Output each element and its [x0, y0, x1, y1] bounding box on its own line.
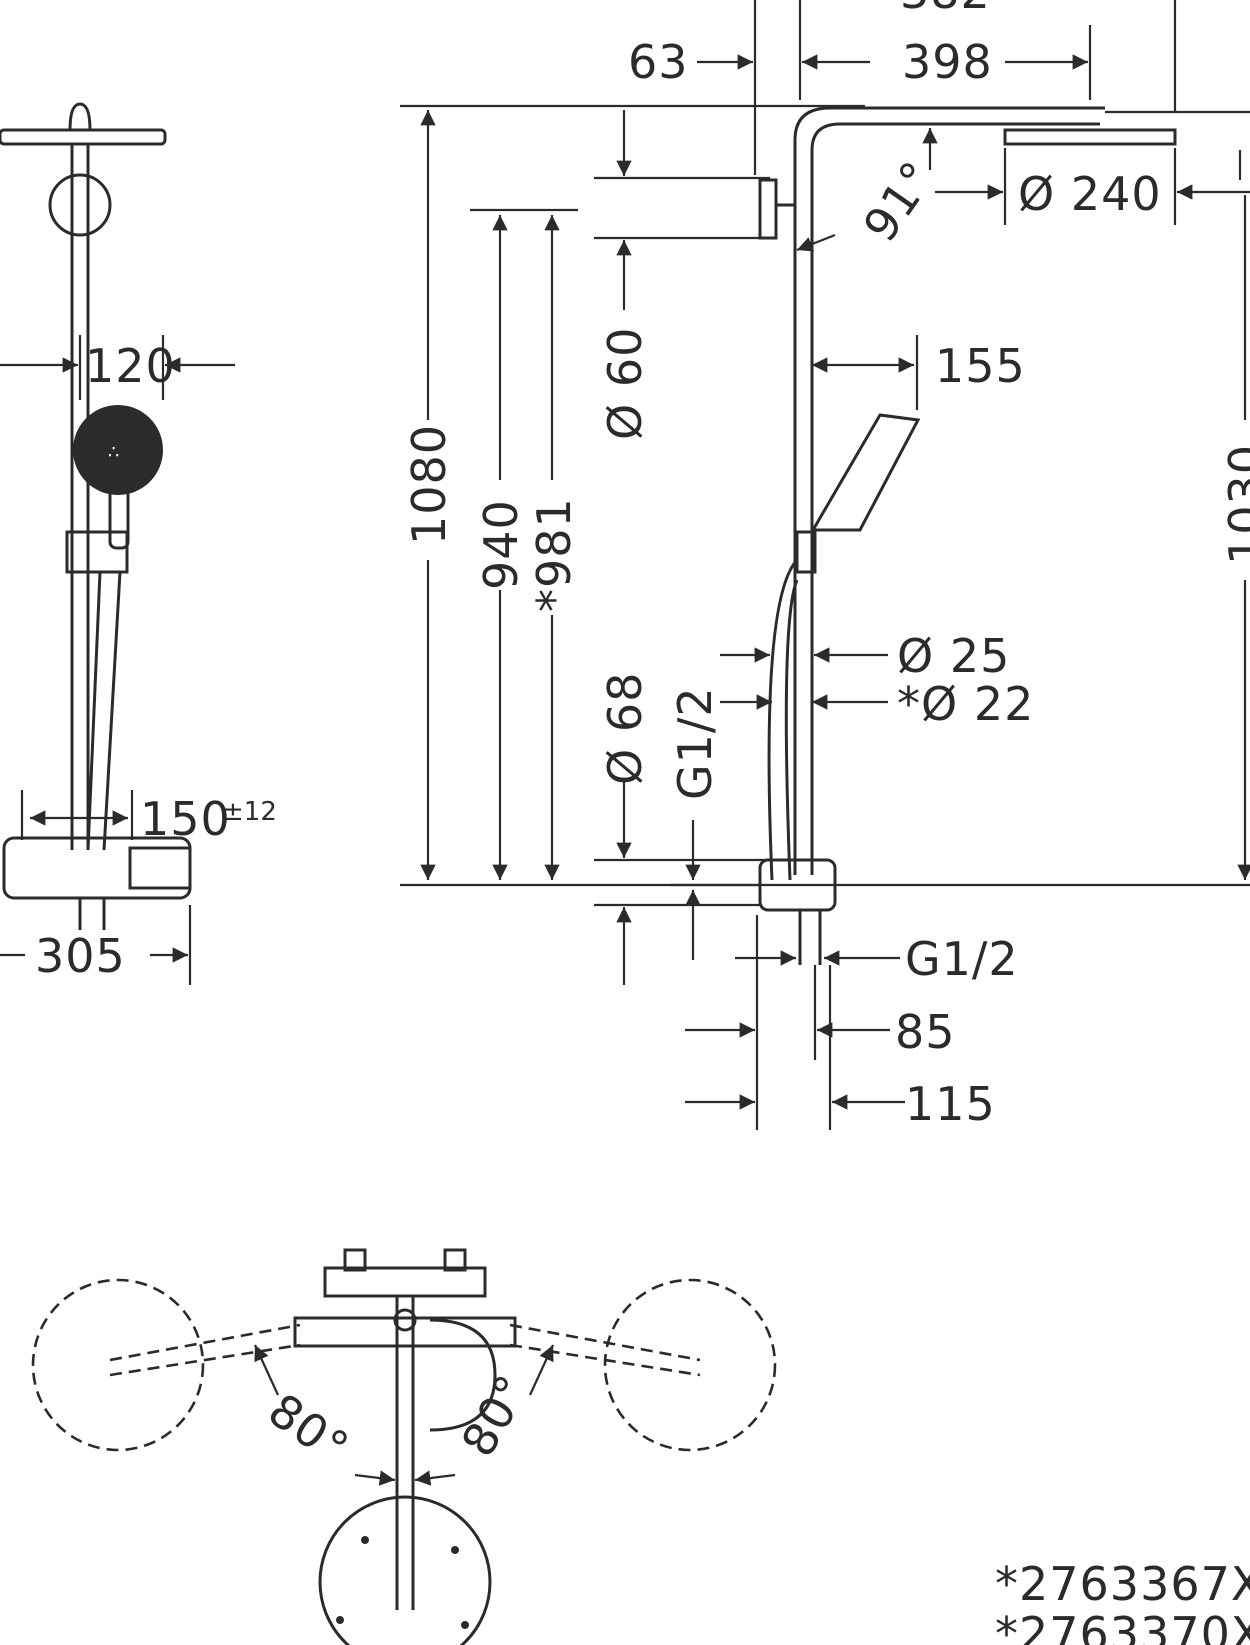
dim-1030: 1030 — [1219, 444, 1250, 565]
dim-top-cut: 382 — [900, 0, 991, 19]
dim-120: 120 — [85, 339, 176, 393]
dim-diameter-240: Ø 240 — [1018, 167, 1162, 221]
dim-g12-horizontal: G1/2 — [905, 932, 1019, 986]
dim-diameter-68: Ø 68 — [598, 672, 652, 785]
dim-angle-91: 91° — [853, 151, 946, 251]
dim-1080: 1080 — [402, 424, 456, 545]
dim-940: 940 — [474, 499, 528, 590]
angle-right-80: 80° — [451, 1365, 540, 1465]
dim-150: 150 — [140, 792, 231, 846]
article-number-2: *2763370X — [995, 1607, 1250, 1645]
dim-63: 63 — [628, 35, 689, 89]
dim-diameter-60: Ø 60 — [598, 327, 652, 440]
top-view — [31, 1248, 777, 1645]
dim-150-tolerance: ±12 — [222, 797, 277, 827]
dim-305: 305 — [35, 929, 126, 983]
dim-diameter-22: *Ø 22 — [897, 677, 1034, 731]
dim-diameter-25: Ø 25 — [897, 629, 1010, 683]
dim-115: 115 — [905, 1077, 996, 1131]
dim-981: *981 — [527, 497, 581, 612]
side-view — [400, 0, 1250, 1130]
front-view: ∴ — [0, 102, 235, 985]
dim-g12-vertical: G1/2 — [668, 686, 722, 800]
hand-shower-icon — [73, 405, 163, 495]
dim-155: 155 — [935, 339, 1026, 393]
dim-398: 398 — [902, 35, 993, 89]
article-number-1: *2763367X — [995, 1557, 1250, 1611]
svg-text:∴: ∴ — [108, 442, 119, 463]
dim-85: 85 — [895, 1005, 956, 1059]
angle-left-80: 80° — [259, 1383, 359, 1476]
